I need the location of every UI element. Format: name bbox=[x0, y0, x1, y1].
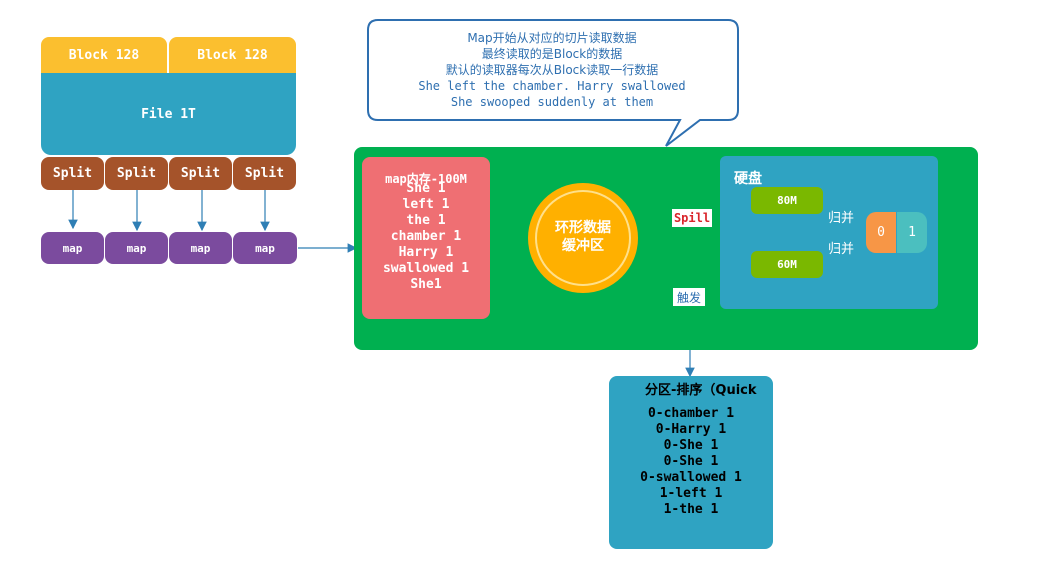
sort-line: 0-chamber 1 bbox=[647, 406, 735, 421]
block-1: Block 128 bbox=[41, 37, 167, 73]
ring-label-line2: 缓冲区 bbox=[562, 238, 604, 254]
ring-buffer-label: 环形数据 缓冲区 bbox=[528, 219, 638, 255]
map-memory-box: map内存-100M She 1 left 1 the 1 chamber 1 … bbox=[362, 157, 490, 319]
sort-line: 0-Harry 1 bbox=[655, 422, 727, 437]
callout-line: She left the chamber. Harry swallowed bbox=[418, 79, 686, 93]
block-2: Block 128 bbox=[169, 37, 296, 73]
disk-file-80m: 80M bbox=[751, 187, 823, 214]
sort-line: 1-the 1 bbox=[663, 502, 719, 517]
callout-line: Map开始从对应的切片读取数据 bbox=[467, 31, 637, 45]
callout-line: 最终读取的是Block的数据 bbox=[481, 47, 623, 61]
map-4: map bbox=[233, 232, 297, 264]
memory-line: swallowed 1 bbox=[382, 261, 470, 276]
callout-line: She swooped suddenly at them bbox=[450, 95, 654, 109]
file-box: File 1T bbox=[41, 73, 296, 155]
callout-text: Map开始从对应的切片读取数据 最终读取的是Block的数据 默认的读取器每次从… bbox=[372, 30, 732, 110]
memory-line: chamber 1 bbox=[390, 229, 462, 244]
partition-0: 0 bbox=[866, 212, 896, 253]
spill-label: Spill bbox=[672, 209, 712, 227]
memory-title: map内存-100M bbox=[385, 172, 467, 186]
callout-line: 默认的读取器每次从Block读取一行数据 bbox=[445, 63, 659, 77]
map-2: map bbox=[105, 232, 168, 264]
trigger-label: 触发 bbox=[673, 288, 705, 306]
map-1: map bbox=[41, 232, 104, 264]
ring-buffer-inner bbox=[535, 190, 631, 286]
memory-line: She 1 bbox=[406, 181, 446, 196]
partition-sort-title: 分区-排序（Quick bbox=[645, 383, 757, 398]
memory-line: the 1 bbox=[406, 213, 446, 228]
partition-1: 1 bbox=[897, 212, 927, 253]
sort-line: 0-She 1 bbox=[663, 454, 719, 469]
merge-label-2: 归并 bbox=[828, 242, 855, 257]
partition-sort-box bbox=[609, 376, 773, 549]
merge-label-1: 归并 bbox=[828, 211, 855, 226]
callout-bubble bbox=[367, 19, 739, 147]
memory-line: Harry 1 bbox=[398, 245, 454, 260]
disk-file-60m: 60M bbox=[751, 251, 823, 278]
split-4: Split bbox=[233, 157, 296, 190]
sort-line: 0-swallowed 1 bbox=[640, 470, 742, 485]
memory-line: left 1 bbox=[402, 197, 450, 212]
split-3: Split bbox=[169, 157, 232, 190]
ring-label-line1: 环形数据 bbox=[555, 220, 611, 236]
split-2: Split bbox=[105, 157, 168, 190]
sort-line: 1-left 1 bbox=[659, 486, 723, 501]
split-1: Split bbox=[41, 157, 104, 190]
disk-title: 硬盘 bbox=[734, 171, 762, 187]
sort-line: 0-She 1 bbox=[663, 438, 719, 453]
memory-line: She1 bbox=[410, 277, 442, 292]
map-3: map bbox=[169, 232, 232, 264]
partition-sort-lines: 0-chamber 1 0-Harry 1 0-She 1 0-She 1 0-… bbox=[609, 406, 773, 518]
